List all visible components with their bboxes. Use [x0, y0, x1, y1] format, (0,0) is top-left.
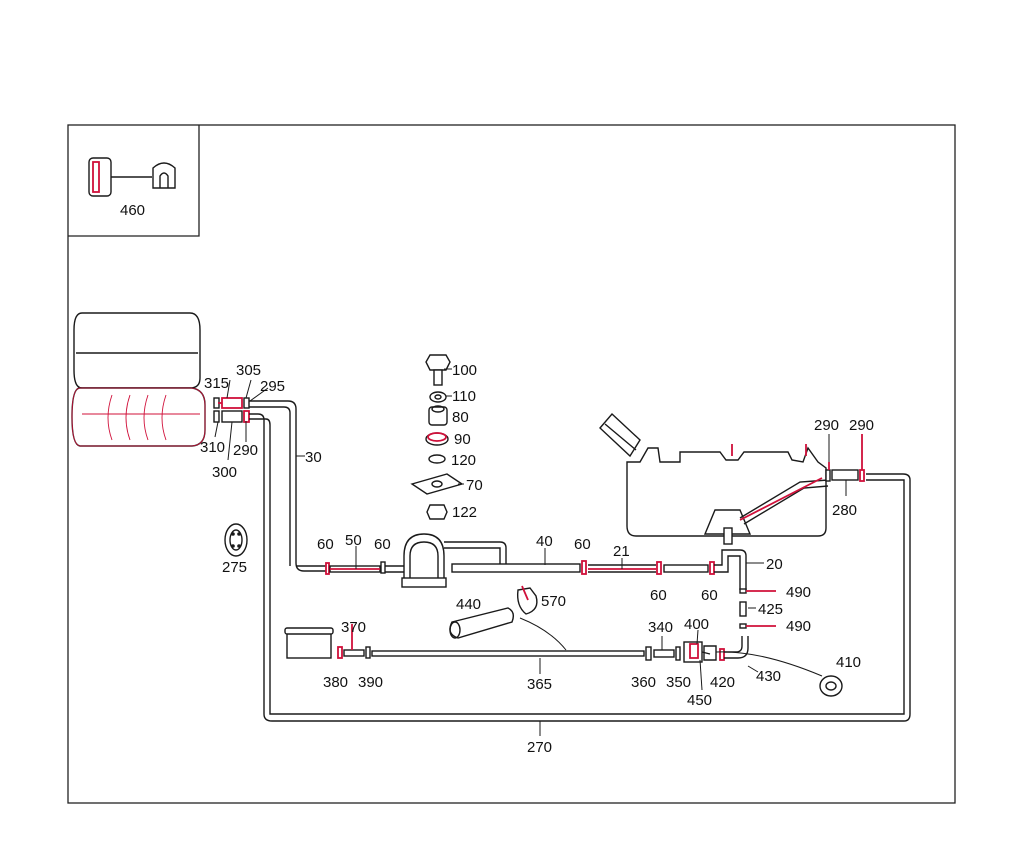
leader-440 [519, 617, 567, 651]
callout-310: 310 [200, 439, 225, 456]
hose-270 [249, 413, 911, 722]
part-570-clamp [516, 585, 538, 615]
callout-60-e: 60 [701, 587, 718, 604]
callout-365: 365 [527, 676, 552, 693]
callout-100: 100 [452, 362, 477, 379]
callout-390: 390 [358, 674, 383, 691]
callout-425: 425 [758, 601, 783, 618]
callout-20: 20 [766, 556, 783, 573]
callout-60-a: 60 [317, 536, 334, 553]
callout-570: 570 [541, 593, 566, 610]
callout-labels: 460 305 315 295 310 290 300 30 275 100 1… [120, 202, 874, 756]
callout-122: 122 [452, 504, 477, 521]
callout-50: 50 [345, 532, 362, 549]
hose-270-inner [249, 418, 905, 715]
callout-380: 380 [323, 674, 348, 691]
callout-120: 120 [451, 452, 476, 469]
callout-300: 300 [212, 464, 237, 481]
callout-60-c: 60 [574, 536, 591, 553]
callout-290-right-a: 290 [814, 417, 839, 434]
inset-box [68, 125, 200, 237]
callout-410: 410 [836, 654, 861, 671]
callout-60-d: 60 [650, 587, 667, 604]
callout-370: 370 [341, 619, 366, 636]
callout-295: 295 [260, 378, 285, 395]
callout-30: 30 [305, 449, 322, 466]
clip-460-illustration [88, 157, 176, 197]
callout-70: 70 [466, 477, 483, 494]
part-440-sleeve [449, 607, 515, 639]
callout-315: 315 [204, 375, 229, 392]
part-410-grommet [819, 675, 843, 697]
callout-400: 400 [684, 616, 709, 633]
callout-440: 440 [456, 596, 481, 613]
callout-290-right-b: 290 [849, 417, 874, 434]
hose-30-inner [249, 406, 291, 566]
fuel-line-row [296, 533, 747, 590]
callout-60-b: 60 [374, 536, 391, 553]
callout-460: 460 [120, 202, 145, 219]
callout-490-b: 490 [786, 618, 811, 635]
callout-420: 420 [710, 674, 735, 691]
lower-line-row [284, 624, 823, 677]
callout-275: 275 [222, 559, 247, 576]
callout-430: 430 [756, 668, 781, 685]
callout-450: 450 [687, 692, 712, 709]
mounting-hardware-stack [410, 354, 464, 520]
callout-360: 360 [631, 674, 656, 691]
tank-fittings [213, 397, 250, 423]
diagram-frame [67, 124, 956, 804]
callout-280: 280 [832, 502, 857, 519]
callout-290-tank: 290 [233, 442, 258, 459]
callout-340: 340 [648, 619, 673, 636]
fuel-tank-right [599, 412, 865, 545]
fittings-490-425 [739, 588, 776, 629]
callout-110: 110 [452, 388, 476, 405]
callout-21: 21 [613, 543, 630, 560]
callout-350: 350 [666, 674, 691, 691]
callout-490-a: 490 [786, 584, 811, 601]
callout-40: 40 [536, 533, 553, 550]
hose-30 [249, 400, 326, 572]
callout-270: 270 [527, 739, 552, 756]
callout-80: 80 [452, 409, 469, 426]
leader-lines [214, 368, 847, 736]
fuel-tank-left [71, 312, 206, 447]
part-275-grommet [224, 523, 248, 557]
callout-90: 90 [454, 431, 471, 448]
callout-305: 305 [236, 362, 261, 379]
